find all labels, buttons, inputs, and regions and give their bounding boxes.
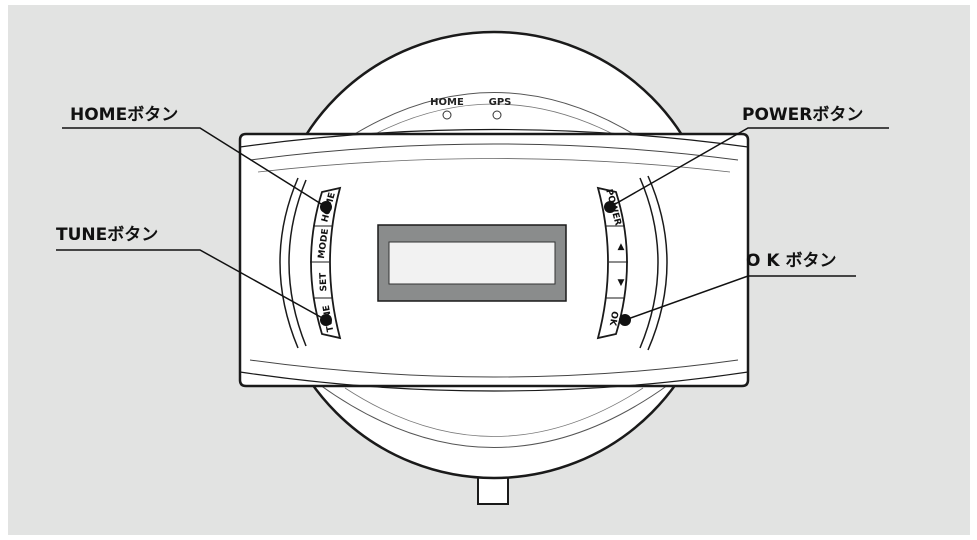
gps-led xyxy=(492,110,502,120)
home-led xyxy=(442,110,452,120)
down-arrow-icon: ▼ xyxy=(618,278,625,288)
callout-power-dot xyxy=(604,201,616,213)
left-grip-outer-2 xyxy=(288,179,307,347)
home-indicator-label: HOME xyxy=(430,97,464,108)
callout-tune-text: TUNEボタン xyxy=(56,225,158,245)
callout-ok-leader xyxy=(624,275,856,321)
upper-band-line xyxy=(257,158,731,173)
lcd-screen xyxy=(388,241,556,285)
callout-ok-dot xyxy=(619,314,631,326)
set-button[interactable]: SET xyxy=(319,272,330,292)
right-grip-outer-2 xyxy=(647,175,668,351)
down-button[interactable]: ▼ xyxy=(618,278,625,288)
callout-power-text: POWERボタン xyxy=(742,105,863,125)
callout-tune: TUNEボタン xyxy=(56,225,332,326)
top-inner-arc-2 xyxy=(349,103,639,149)
lower-band-outer xyxy=(239,371,749,392)
ok-button-label: OK xyxy=(607,310,620,327)
callout-tune-dot xyxy=(320,314,332,326)
callout-home-leader xyxy=(62,127,327,208)
ok-button[interactable]: OK xyxy=(607,310,620,327)
mode-button[interactable]: MODE xyxy=(317,228,331,259)
callout-power: POWERボタン xyxy=(604,105,889,213)
callout-power-leader xyxy=(609,127,889,208)
callout-home: HOMEボタン xyxy=(62,105,332,213)
top-inner-arc xyxy=(329,92,659,151)
lower-band-inner xyxy=(249,359,739,378)
callout-home-text: HOMEボタン xyxy=(70,105,178,125)
callout-ok-text: O K ボタン xyxy=(746,251,836,271)
bottom-inner-arc-2 xyxy=(344,387,644,437)
upper-band-outer xyxy=(239,128,749,148)
callout-ok: O K ボタン xyxy=(619,251,856,326)
gps-indicator-label: GPS xyxy=(489,97,512,108)
bottom-inner-arc xyxy=(319,384,669,448)
left-grip-outer xyxy=(279,177,299,349)
right-grip-outer xyxy=(639,177,659,349)
set-button-label: SET xyxy=(319,272,330,292)
up-button[interactable]: ▲ xyxy=(618,242,625,252)
callout-tune-leader xyxy=(56,249,327,321)
callout-home-dot xyxy=(320,201,332,213)
upper-band-inner xyxy=(249,143,739,161)
up-arrow-icon: ▲ xyxy=(618,242,625,252)
mode-button-label: MODE xyxy=(317,228,331,259)
